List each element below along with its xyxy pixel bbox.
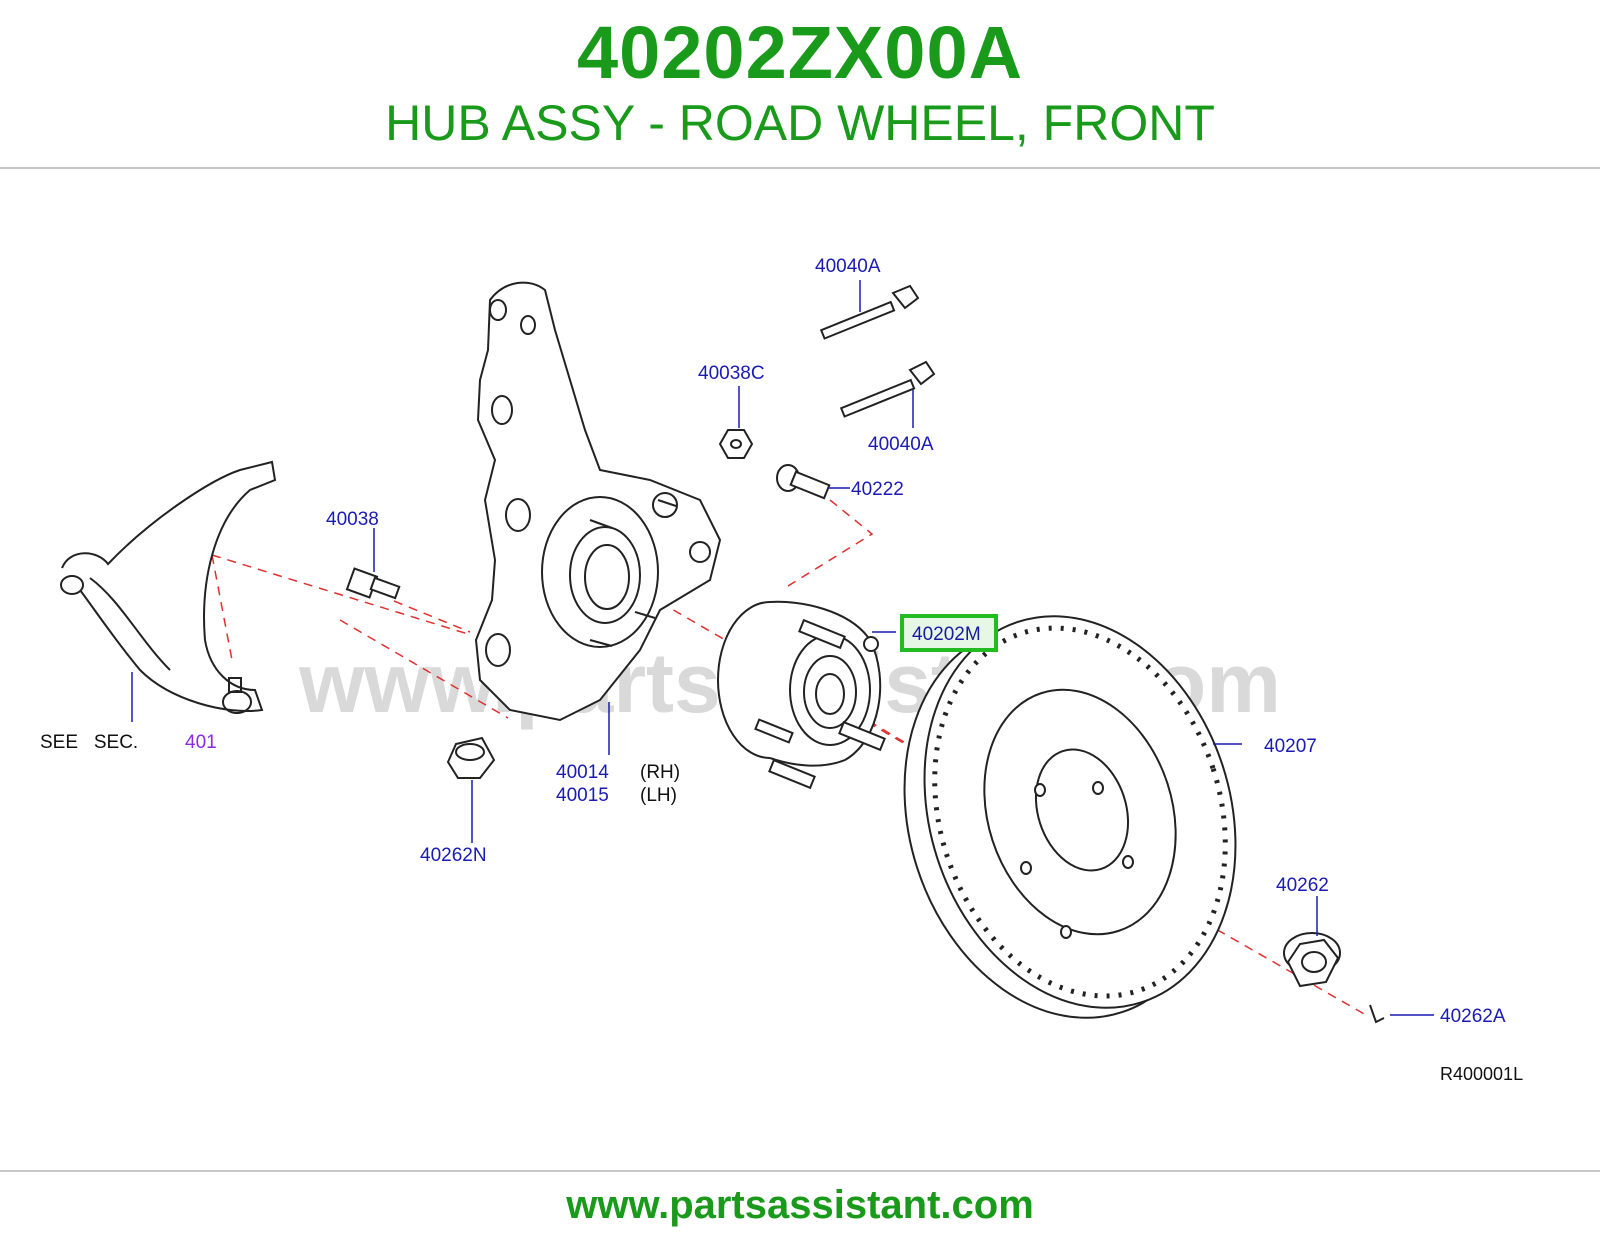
plain-labels: SEE SEC. (RH) (LH) R400001L	[40, 732, 1523, 1084]
footer-divider	[0, 1170, 1600, 1172]
callout-40038[interactable]: 40038	[326, 509, 379, 530]
page-header: 40202ZX00A HUB ASSY - ROAD WHEEL, FRONT	[0, 0, 1600, 168]
callout-labels: 40040A 40038C 40040A 40222 40038 40202M …	[185, 256, 1506, 1027]
fasteners-drawing	[345, 284, 1385, 1024]
part-number-title: 40202ZX00A	[576, 11, 1024, 94]
section-ref-401[interactable]: 401	[185, 732, 217, 753]
leader-lines	[131, 280, 1434, 1016]
callout-40014[interactable]: 40014	[556, 762, 609, 783]
rh-label: (RH)	[640, 762, 680, 783]
lh-label: (LH)	[640, 785, 677, 806]
callout-40040a-top[interactable]: 40040A	[815, 256, 881, 277]
diagram-ref-code: R400001L	[1440, 1064, 1523, 1084]
exploded-view-svg: www.partsassistant.com	[40, 256, 1523, 1084]
parts-diagram: www.partsassistant.com	[0, 170, 1600, 1170]
lower-arm-drawing	[60, 460, 277, 714]
callout-40262n[interactable]: 40262N	[420, 845, 487, 866]
callout-40040a-mid[interactable]: 40040A	[868, 434, 934, 455]
part-description: HUB ASSY - ROAD WHEEL, FRONT	[385, 95, 1215, 151]
footer-website-link[interactable]: www.partsassistant.com	[566, 1183, 1034, 1227]
highlighted-callout-box	[900, 614, 998, 652]
callout-40202m[interactable]: 40202M	[912, 624, 981, 645]
header-divider	[0, 167, 1600, 169]
brake-rotor-drawing	[903, 615, 1237, 1019]
callout-40038c[interactable]: 40038C	[698, 363, 765, 384]
callout-40222[interactable]: 40222	[851, 479, 904, 500]
callout-40015[interactable]: 40015	[556, 785, 609, 806]
steering-knuckle-drawing	[474, 281, 722, 722]
callout-40262a[interactable]: 40262A	[1440, 1006, 1506, 1027]
hub-assembly-drawing	[717, 600, 886, 790]
callout-40207[interactable]: 40207	[1264, 736, 1317, 757]
callout-40262[interactable]: 40262	[1276, 875, 1329, 896]
see-sec-label: SEE SEC.	[40, 732, 138, 753]
